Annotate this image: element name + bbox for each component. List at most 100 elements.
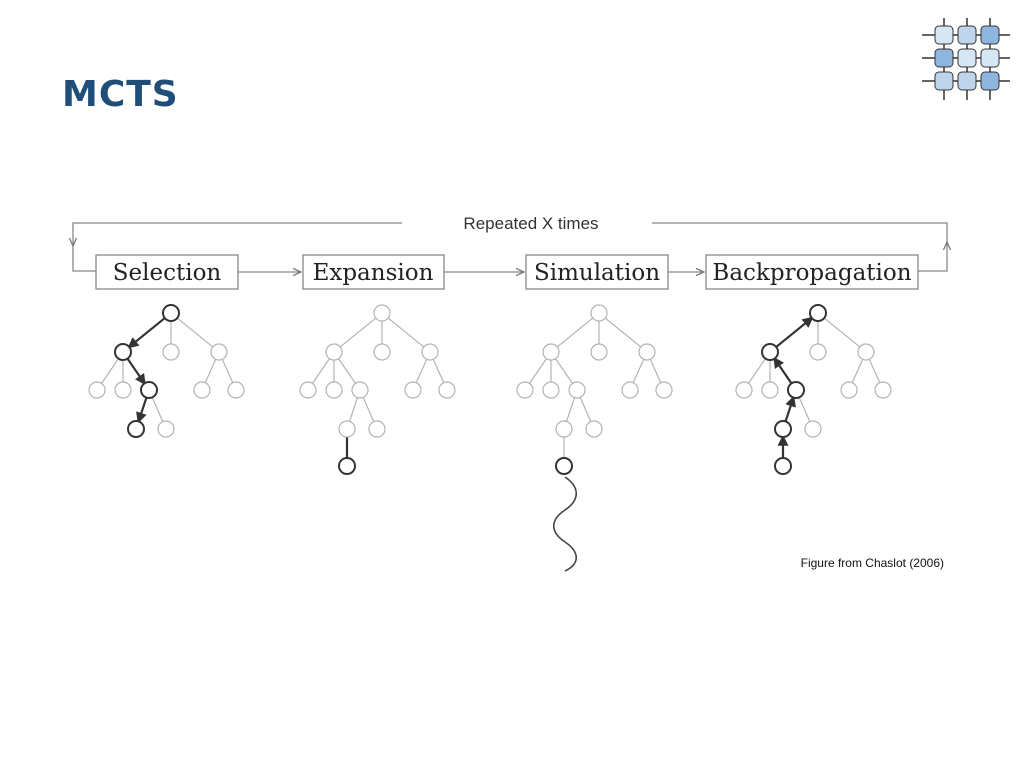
tree-node-highlighted bbox=[761, 343, 779, 361]
tree-edge-highlighted bbox=[136, 397, 148, 424]
tree-node bbox=[338, 420, 356, 438]
expansion-box bbox=[302, 254, 445, 290]
tree-node bbox=[325, 343, 343, 361]
figure-credit: Figure from Chaslot (2006) bbox=[801, 556, 944, 570]
logo-cell bbox=[957, 48, 977, 68]
tree-edge bbox=[151, 397, 164, 422]
tree-edge bbox=[868, 359, 881, 383]
tree-edge bbox=[632, 359, 645, 383]
tree-edge-highlighted bbox=[773, 356, 793, 385]
tree-edge bbox=[348, 397, 359, 422]
tree-node bbox=[840, 381, 858, 399]
tree-node bbox=[621, 381, 639, 399]
tree-node bbox=[162, 343, 180, 361]
tree-node bbox=[404, 381, 422, 399]
tree-node bbox=[804, 420, 822, 438]
tree-node bbox=[874, 381, 892, 399]
tree-node bbox=[542, 343, 560, 361]
tree-edge bbox=[221, 359, 234, 383]
backpropagation-tree bbox=[735, 304, 892, 475]
tree-node bbox=[193, 381, 211, 399]
expansion-tree bbox=[299, 304, 456, 475]
tree-edge bbox=[339, 317, 377, 348]
tree-edge bbox=[176, 317, 214, 348]
tree-node bbox=[373, 343, 391, 361]
tree-edge bbox=[604, 317, 642, 348]
tree-node bbox=[761, 381, 779, 399]
tree-node bbox=[88, 381, 106, 399]
tree-edge bbox=[748, 358, 766, 384]
tree-node bbox=[157, 420, 175, 438]
tree-node bbox=[655, 381, 673, 399]
search-trees bbox=[88, 304, 892, 475]
logo-cell bbox=[934, 48, 954, 68]
tree-node bbox=[555, 420, 573, 438]
logo-cell bbox=[934, 25, 954, 45]
tree-edge bbox=[387, 317, 425, 348]
tree-node-highlighted bbox=[140, 381, 158, 399]
mcts-diagram: Repeated X times Selection Expansion Sim… bbox=[0, 214, 1024, 572]
tree-node bbox=[590, 343, 608, 361]
tree-node bbox=[638, 343, 656, 361]
tree-node bbox=[857, 343, 875, 361]
step-label-expansion: Expansion bbox=[313, 260, 434, 286]
tree-node bbox=[438, 381, 456, 399]
logo-cell bbox=[980, 71, 1000, 91]
tree-node-highlighted bbox=[114, 343, 132, 361]
tree-node-highlighted bbox=[162, 304, 180, 322]
tree-node bbox=[590, 304, 608, 322]
simulation-box bbox=[525, 254, 669, 290]
tree-node-highlighted bbox=[787, 381, 805, 399]
loop-label: Repeated X times bbox=[463, 214, 598, 233]
tree-edge bbox=[555, 358, 573, 384]
tree-node-highlighted bbox=[127, 420, 145, 438]
logo-cell bbox=[980, 25, 1000, 45]
rollout-squiggle bbox=[552, 476, 578, 572]
tree-node bbox=[421, 343, 439, 361]
tree-node-highlighted bbox=[774, 420, 792, 438]
tree-edge bbox=[362, 397, 375, 422]
tree-node bbox=[516, 381, 534, 399]
logo-cell bbox=[934, 71, 954, 91]
tree-node bbox=[368, 420, 386, 438]
step-label-backpropagation: Backpropagation bbox=[712, 260, 911, 286]
tree-edge bbox=[556, 317, 594, 348]
tree-edge bbox=[565, 397, 576, 422]
tree-node bbox=[114, 381, 132, 399]
tree-node bbox=[299, 381, 317, 399]
tree-node bbox=[735, 381, 753, 399]
tree-edge bbox=[312, 358, 330, 384]
tree-node bbox=[210, 343, 228, 361]
tree-edge-highlighted bbox=[784, 395, 796, 422]
slide-title: MCTS bbox=[62, 74, 179, 115]
logo-cell bbox=[957, 25, 977, 45]
tree-edge bbox=[823, 317, 861, 348]
tree-edge bbox=[415, 359, 428, 383]
tree-edge bbox=[851, 359, 864, 383]
tree-edge bbox=[649, 359, 662, 383]
tree-edge bbox=[579, 397, 592, 422]
tree-node bbox=[542, 381, 560, 399]
tree-node-highlighted bbox=[774, 457, 792, 475]
tree-node bbox=[227, 381, 245, 399]
logo-cell bbox=[957, 71, 977, 91]
tree-node-highlighted bbox=[338, 457, 356, 475]
tree-edge-highlighted bbox=[127, 317, 166, 349]
tree-edge-highlighted bbox=[126, 357, 146, 386]
tree-node bbox=[809, 343, 827, 361]
backpropagation-box bbox=[705, 254, 919, 290]
tree-edge bbox=[101, 358, 119, 384]
logo-cell bbox=[980, 48, 1000, 68]
step-label-selection: Selection bbox=[113, 260, 222, 286]
tree-node-highlighted bbox=[555, 457, 573, 475]
tree-node bbox=[351, 381, 369, 399]
tree-edge-highlighted bbox=[775, 316, 814, 348]
tree-node bbox=[585, 420, 603, 438]
tree-edge bbox=[798, 397, 811, 422]
simulation-tree bbox=[516, 304, 673, 475]
grid-network-logo bbox=[922, 18, 1010, 100]
tree-edge bbox=[529, 358, 547, 384]
tree-node bbox=[325, 381, 343, 399]
step-label-simulation: Simulation bbox=[534, 260, 660, 286]
